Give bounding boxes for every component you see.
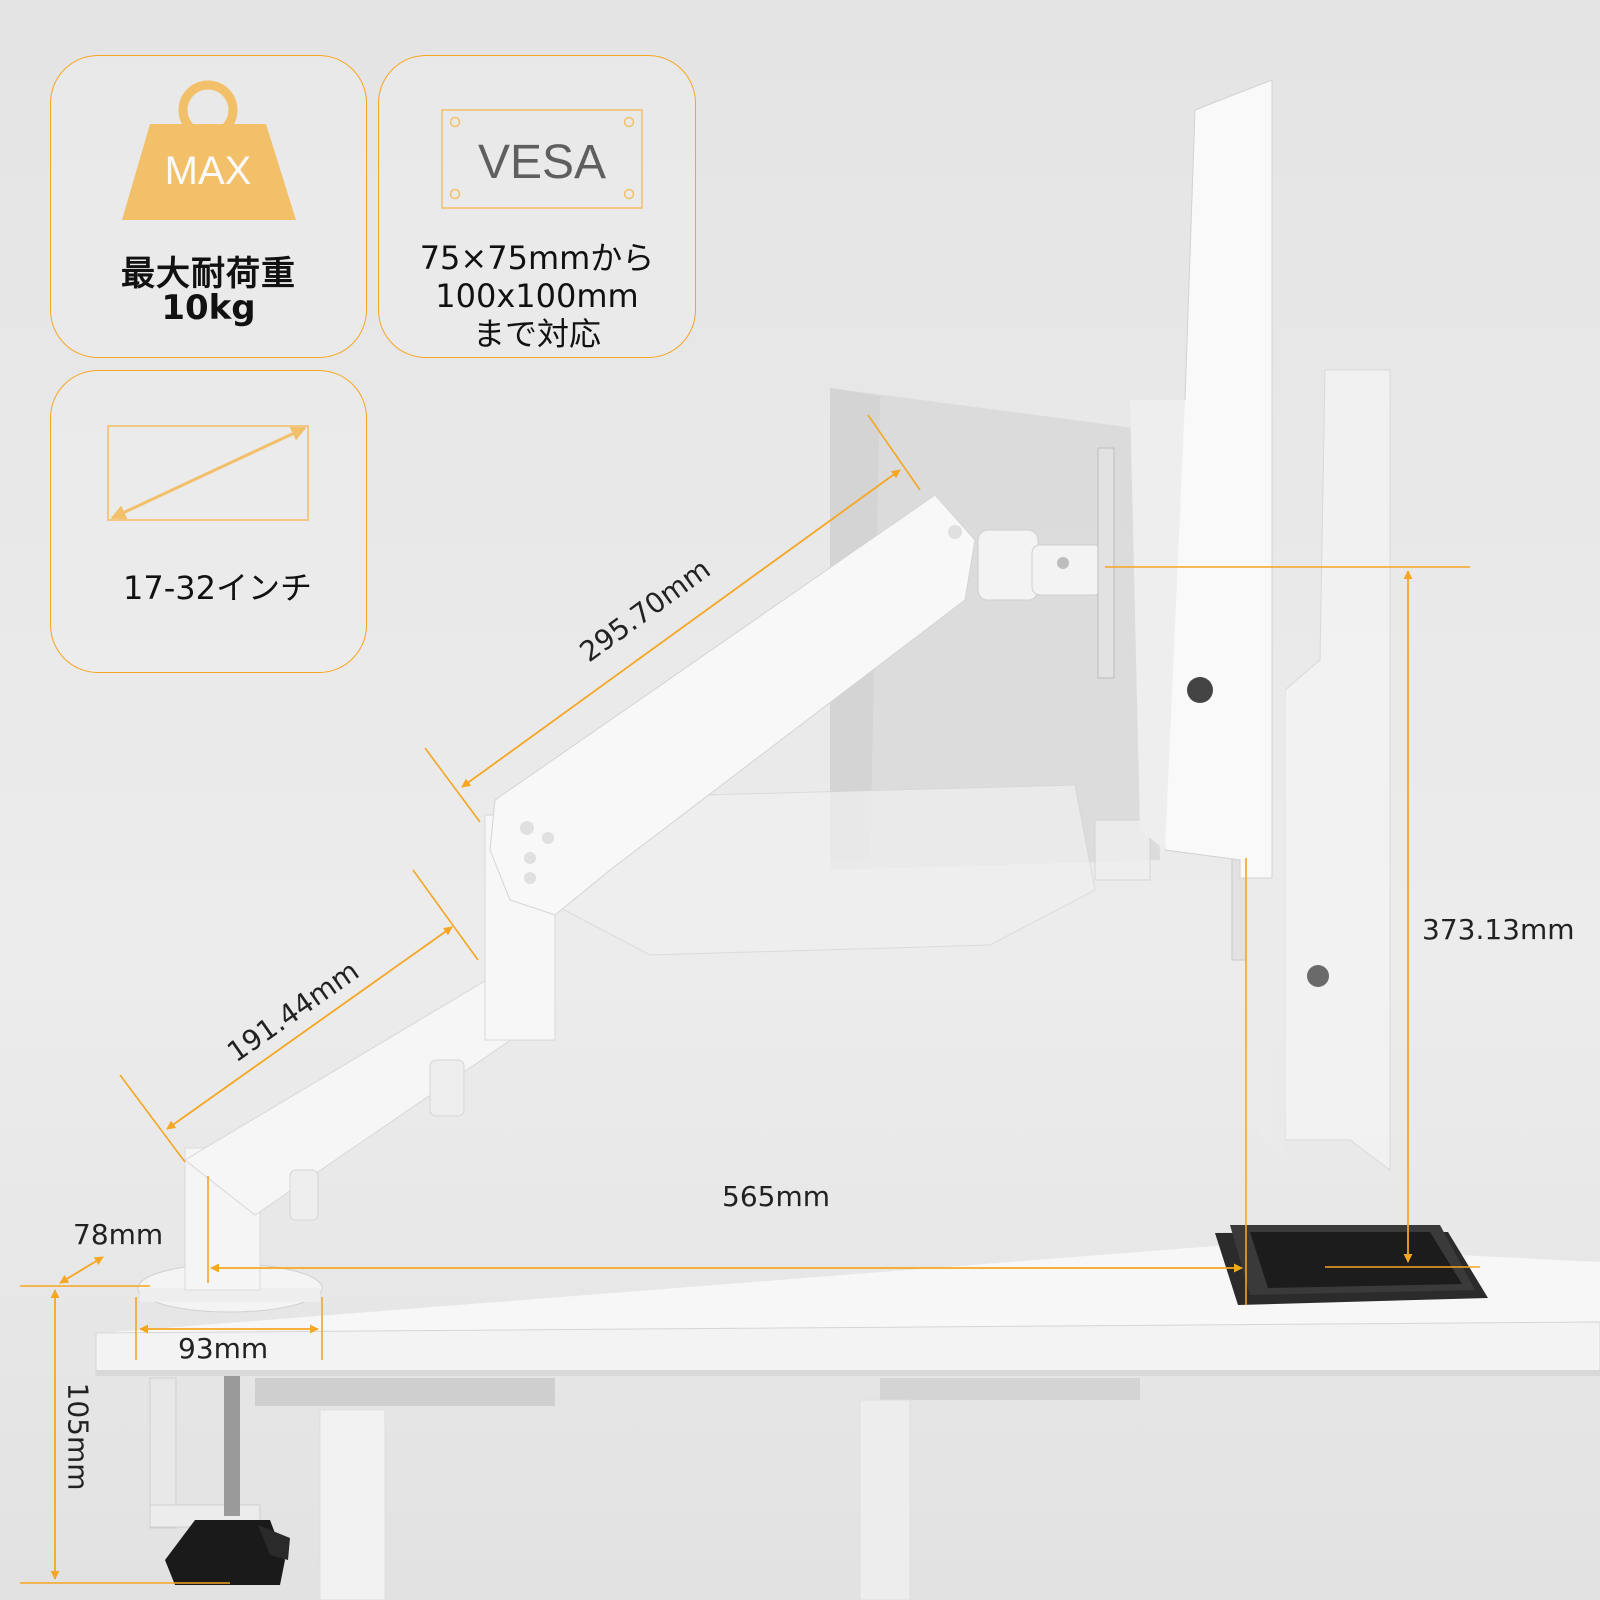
vesa-line-3: まで対応 xyxy=(472,315,601,353)
dim-reach: 565mm xyxy=(722,1180,830,1213)
dim-clamp: 105mm xyxy=(61,1382,95,1491)
arrow-upper-arm xyxy=(461,469,901,788)
arrow-lower-arm xyxy=(166,926,453,1130)
vesa-line-1: 75×75mmから xyxy=(419,239,655,277)
max-load-card: 最大耐荷重 10kg xyxy=(50,55,367,358)
screen-size-card: 17-32インチ xyxy=(50,370,367,673)
screen-size-label: 17-32インチ xyxy=(123,569,312,607)
vesa-line-2: 100x100mm xyxy=(435,277,639,315)
desk xyxy=(95,1244,1600,1600)
max-load-label: 最大耐荷重 xyxy=(121,254,296,294)
max-load-value: 10kg xyxy=(161,288,256,328)
weight-icon: MAX xyxy=(122,80,296,220)
desk-clamp xyxy=(149,1376,290,1585)
keyboard xyxy=(1215,1225,1488,1305)
dimension-arrows xyxy=(50,469,1413,1580)
weight-icon-text: MAX xyxy=(165,149,252,193)
dim-base-width: 93mm xyxy=(178,1332,269,1365)
guide-lines xyxy=(20,414,1480,1584)
vesa-icon-text: VESA xyxy=(478,136,606,189)
screen-diagonal-icon xyxy=(107,425,309,521)
vesa-plate-icon: VESA xyxy=(441,109,643,209)
dim-depth: 78mm xyxy=(73,1218,164,1251)
vesa-card: 75×75mmから 100x100mm まで対応 xyxy=(378,55,696,358)
dim-height: 373.13mm xyxy=(1422,913,1575,946)
arrow-depth xyxy=(59,1256,104,1284)
monitor-raised xyxy=(1130,79,1273,879)
